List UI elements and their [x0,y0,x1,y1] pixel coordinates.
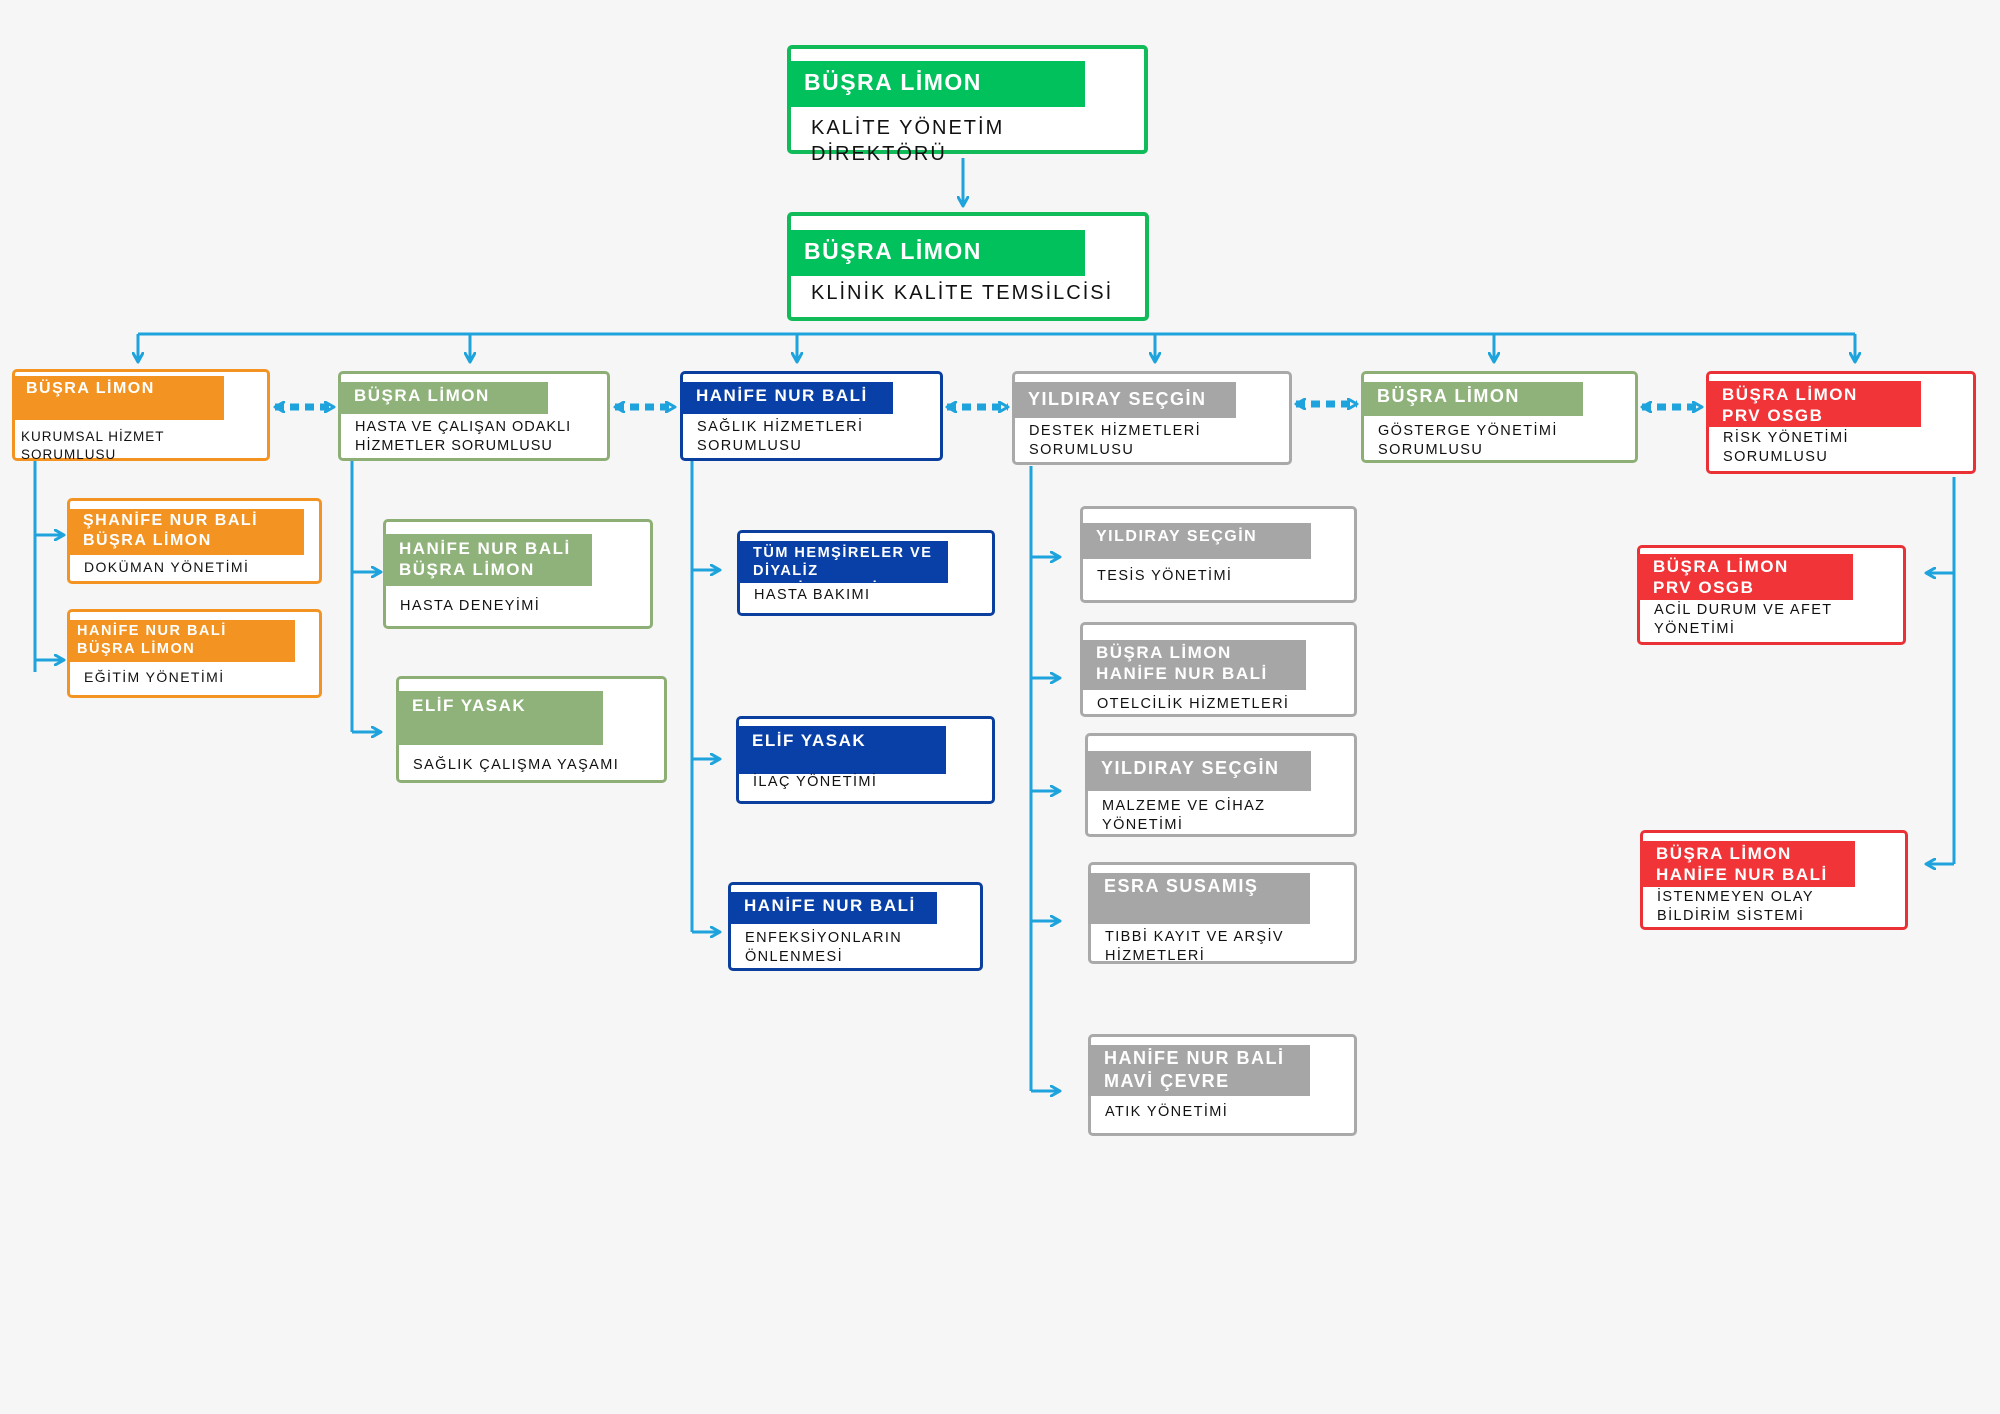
node-title: MALZEME VE CİHAZ YÖNETİMİ [1102,798,1266,833]
node-title: ACİL DURUM VE AFET YÖNETİMİ [1654,602,1833,637]
node-name: BÜŞRA LİMON [1361,382,1583,416]
node-title: TIBBİ KAYIT VE ARŞİV HİZMETLERİ [1105,929,1284,964]
node-health-work: ELİF YASAK SAĞLIK ÇALIŞMA YAŞAMI [396,676,667,783]
node-title: OTELCİLİK HİZMETLERİ [1097,696,1290,712]
node-title: ENFEKSİYONLARIN ÖNLENMESİ [745,930,903,965]
node-document: ŞHANİFE NUR BALİ BÜŞRA LİMON DOKÜMAN YÖN… [67,498,322,584]
node-director: BÜŞRA LİMON KALİTE YÖNETİM DİREKTÖRÜ [787,45,1148,165]
node-title: RİSK YÖNETİMİ SORUMLUSU [1723,430,1849,465]
node-infection: HANİFE NUR BALİ ENFEKSİYONLARIN ÖNLENMES… [728,882,983,971]
node-corporate: BÜŞRA LİMON KURUMSAL HİZMET SORUMLUSU [12,369,270,462]
node-emergency: BÜŞRA LİMON PRV OSGB ACİL DURUM VE AFET … [1637,545,1906,645]
node-facility: YILDIRAY SEÇGİN TESİS YÖNETİMİ [1080,506,1357,603]
node-medication: ELİF YASAK İLAÇ YÖNETİMİ [736,716,995,804]
node-title: EĞİTİM YÖNETİMİ [84,669,225,685]
node-title: KURUMSAL HİZMET SORUMLUSU [21,429,165,462]
node-name: HANİFE NUR BALİ [728,892,937,924]
node-name: BÜŞRA LİMON HANİFE NUR BALİ [1640,841,1855,887]
node-title: ATIK YÖNETİMİ [1105,1104,1229,1120]
node-health-services: HANİFE NUR BALİ SAĞLIK HİZMETLERİ SORUML… [680,371,943,461]
node-name: HANİFE NUR BALİ [680,382,893,414]
node-support: YILDIRAY SEÇGİN DESTEK HİZMETLERİ SORUML… [1012,371,1292,465]
node-name: BÜŞRA LİMON [788,230,1085,276]
node-patient-staff: BÜŞRA LİMON HASTA VE ÇALIŞAN ODAKLI HİZM… [338,371,610,461]
node-title: KALİTE YÖNETİM DİREKTÖRÜ [811,117,1005,165]
node-title: DESTEK HİZMETLERİ SORUMLUSU [1029,423,1202,458]
node-title: SAĞLIK HİZMETLERİ SORUMLUSU [697,419,864,454]
node-name: HANİFE NUR BALİ MAVİ ÇEVRE [1088,1045,1310,1096]
node-name: TÜM HEMŞİRELER VE DİYALİZ TEKNİKERLERİ [737,541,948,597]
node-title: SAĞLIK ÇALIŞMA YAŞAMI [413,757,620,773]
node-title: HASTA DENEYİMİ [400,598,541,614]
node-education: HANİFE NUR BALİ BÜŞRA LİMON EĞİTİM YÖNET… [67,609,322,698]
node-material: YILDIRAY SEÇGİN MALZEME VE CİHAZ YÖNETİM… [1085,733,1357,837]
node-name: BÜŞRA LİMON PRV OSGB [1637,554,1853,600]
node-name: ESRA SUSAMIŞ [1088,873,1310,924]
node-indicator: BÜŞRA LİMON GÖSTERGE YÖNETİMİ SORUMLUSU [1361,371,1638,463]
node-patient-exp: HANİFE NUR BALİ BÜŞRA LİMON HASTA DENEYİ… [383,519,653,629]
node-name: BÜŞRA LİMON [788,61,1085,107]
node-title: İLAÇ YÖNETİMİ [753,774,878,790]
node-clinical: BÜŞRA LİMON KLİNİK KALİTE TEMSİLCİSİ [787,212,1149,321]
node-title: İSTENMEYEN OLAY BİLDİRİM SİSTEMİ [1657,889,1814,924]
node-name: YILDIRAY SEÇGİN [1080,523,1311,559]
node-records: ESRA SUSAMIŞ TIBBİ KAYIT VE ARŞİV HİZMET… [1088,862,1357,964]
node-title: TESİS YÖNETİMİ [1097,568,1233,584]
node-incident: BÜŞRA LİMON HANİFE NUR BALİ İSTENMEYEN O… [1640,830,1908,930]
node-name: ŞHANİFE NUR BALİ BÜŞRA LİMON [67,509,304,555]
node-title: DOKÜMAN YÖNETİMİ [84,559,250,575]
node-name: BÜŞRA LİMON [338,382,548,414]
node-waste: HANİFE NUR BALİ MAVİ ÇEVRE ATIK YÖNETİMİ [1088,1034,1357,1136]
node-title: KLİNİK KALİTE TEMSİLCİSİ [811,282,1114,304]
node-name: HANİFE NUR BALİ BÜŞRA LİMON [383,534,592,586]
node-name: BÜŞRA LİMON PRV OSGB [1706,381,1921,427]
node-risk: BÜŞRA LİMON PRV OSGB RİSK YÖNETİMİ SORUM… [1706,371,1976,474]
node-name: ELİF YASAK [396,691,603,745]
node-title: HASTA VE ÇALIŞAN ODAKLI HİZMETLER SORUML… [355,419,572,454]
node-name: BÜŞRA LİMON [12,376,224,420]
node-name: BÜŞRA LİMON HANİFE NUR BALİ [1080,640,1306,690]
node-name: ELİF YASAK [736,726,946,774]
node-hotel: BÜŞRA LİMON HANİFE NUR BALİ OTELCİLİK Hİ… [1080,622,1357,717]
node-name: YILDIRAY SEÇGİN [1085,751,1311,791]
node-patient-care: TÜM HEMŞİRELER VE DİYALİZ TEKNİKERLERİ H… [737,530,995,616]
node-name: HANİFE NUR BALİ BÜŞRA LİMON [67,620,295,662]
node-title: GÖSTERGE YÖNETİMİ SORUMLUSU [1378,423,1558,458]
node-title: HASTA BAKIMI [754,587,871,603]
node-name: YILDIRAY SEÇGİN [1012,382,1236,418]
